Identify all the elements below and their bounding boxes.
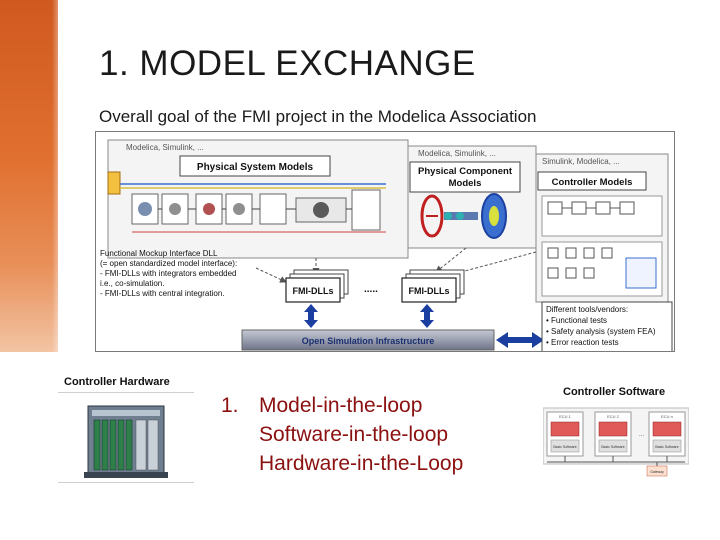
controller-models-label: Controller Models bbox=[552, 177, 633, 188]
bus-label: Gateway bbox=[650, 470, 664, 474]
open-simulation-infrastructure-bar bbox=[241, 329, 495, 351]
ecu-label-n: ECU n bbox=[661, 414, 673, 419]
open-simulation-infrastructure-label: Open Simulation Infrastructure bbox=[302, 336, 435, 346]
physical-component-models-label-2: Models bbox=[449, 178, 482, 189]
controller-hardware-divider bbox=[58, 392, 194, 393]
controller-software-panel: Controller Software ECU 1 Basic Software… bbox=[541, 380, 691, 484]
physical-component-models-label-1: Physical Component bbox=[418, 166, 513, 177]
basic-software-label-2: Basic Software bbox=[601, 445, 624, 449]
fmi-dll-label-2: FMI-DLLs bbox=[409, 286, 450, 296]
hardware-rack-image bbox=[84, 405, 168, 478]
controller-hardware-title: Controller Hardware bbox=[64, 376, 170, 388]
fmi-description-line-4: i.e., co-simulation. bbox=[100, 279, 164, 288]
slide-title: 1. MODEL EXCHANGE bbox=[99, 44, 476, 83]
loop-list-item: Hardware-in-the-Loop bbox=[221, 449, 463, 478]
loop-item-model-in-the-loop: Model-in-the-loop bbox=[259, 394, 423, 417]
loop-item-hardware-in-the-loop: Hardware-in-the-Loop bbox=[259, 452, 464, 475]
fmi-overview-diagram: Modelica, Simulink, ... Physical System … bbox=[95, 131, 675, 352]
component-model-shapes bbox=[420, 193, 507, 239]
tool-label-left: Modelica, Simulink, ... bbox=[126, 143, 204, 152]
ecu-block-2: ECU 2 Basic Software bbox=[594, 411, 632, 457]
ecu-block-1: ECU 1 Basic Software bbox=[546, 411, 584, 457]
controller-software-title: Controller Software bbox=[563, 386, 666, 398]
controller-software-diagram: ECU 1 Basic Software ECU 2 Basic Softwar… bbox=[543, 407, 689, 477]
ecu-block-n: ECU n Basic Software bbox=[648, 411, 686, 457]
basic-software-label-n: Basic Software bbox=[655, 445, 678, 449]
basic-software-label-1: Basic Software bbox=[553, 445, 576, 449]
ecu-label-2: ECU 2 bbox=[607, 414, 620, 419]
fmi-description-line-3: - FMI-DLLs with integrators embedded bbox=[100, 269, 237, 278]
svg-text:...: ... bbox=[639, 432, 644, 438]
controller-hardware-panel: Controller Hardware bbox=[58, 372, 194, 484]
fmi-description-line-1: Functional Mockup Interface DLL bbox=[100, 249, 218, 258]
tools-vendors-line-4: • Error reaction tests bbox=[546, 338, 619, 347]
loop-list-item: Software-in-the-loop bbox=[221, 420, 463, 449]
tool-label-mid: Modelica, Simulink, ... bbox=[418, 149, 496, 158]
accent-bar bbox=[0, 0, 58, 352]
fmi-description-line-2: (= open standardized model interface): bbox=[100, 259, 237, 268]
tools-vendors-line-1: Different tools/vendors: bbox=[546, 305, 628, 314]
fmi-description-line-5: - FMI-DLLs with central integration. bbox=[100, 289, 225, 298]
loop-list: 1. Model-in-the-loop Software-in-the-loo… bbox=[221, 391, 463, 478]
loop-list-item: 1. Model-in-the-loop bbox=[221, 391, 463, 420]
controller-model-blocks bbox=[541, 195, 663, 297]
tools-vendors-box bbox=[541, 301, 673, 351]
ecu-label-1: ECU 1 bbox=[559, 414, 572, 419]
loop-item-software-in-the-loop: Software-in-the-loop bbox=[259, 423, 449, 446]
fmi-dll-label-1: FMI-DLLs bbox=[293, 286, 334, 296]
loop-list-number: 1. bbox=[221, 394, 239, 417]
controller-hardware-bottom-divider bbox=[58, 482, 194, 483]
infrastructure-arrows bbox=[304, 304, 544, 348]
tools-vendors-line-2: • Functional tests bbox=[546, 316, 607, 325]
fmi-diagram-svg: Modelica, Simulink, ... Physical System … bbox=[100, 139, 673, 351]
fmi-dll-stack-2: FMI-DLLs bbox=[401, 269, 465, 303]
tools-vendors-line-3: • Safety analysis (system FEA) bbox=[546, 327, 656, 336]
fmi-description: Functional Mockup Interface DLL (= open … bbox=[100, 249, 237, 298]
system-model-components bbox=[107, 171, 386, 233]
fmi-dll-stack-1: FMI-DLLs bbox=[285, 269, 349, 303]
fmi-dll-ellipsis: ..... bbox=[364, 284, 378, 295]
tool-label-right: Simulink, Modelica, ... bbox=[542, 157, 620, 166]
physical-system-models-label: Physical System Models bbox=[197, 162, 314, 173]
slide-subtitle: Overall goal of the FMI project in the M… bbox=[99, 107, 537, 126]
